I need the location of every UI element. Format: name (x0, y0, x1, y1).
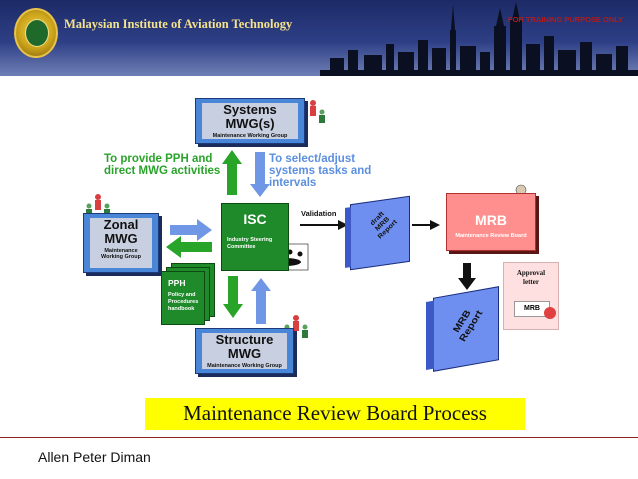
mrb-subtitle: Maintenance Review Board (455, 233, 527, 239)
zonal-subtitle-line1: Maintenance (104, 248, 138, 254)
zonal-title-line1: Zonal (103, 217, 139, 232)
pph-subtitle-line1: Policy and (168, 292, 196, 298)
pph-title: PPH (168, 278, 186, 288)
validation-label: Validation (301, 209, 337, 218)
slide-title-banner: Maintenance Review Board Process (145, 398, 525, 430)
binder-spine (345, 207, 351, 268)
isc-title: ISC (243, 211, 267, 227)
seal-icon (544, 307, 556, 319)
arrow-zonal-to-isc (170, 219, 212, 241)
slide-title: Maintenance Review Board Process (183, 401, 487, 425)
binder-spine (426, 300, 434, 371)
arrow-mrb-to-report (458, 263, 476, 290)
isc-subtitle-line1: Industry Steering (227, 237, 273, 243)
footer-divider (0, 437, 638, 438)
systems-mwg-box: Systems MWG(s) Maintenance Working Group (195, 98, 305, 144)
arrow-isc-to-systems (222, 150, 242, 195)
zonal-title-line2: MWG (104, 231, 138, 246)
systems-subtitle: Maintenance Working Group (212, 133, 288, 139)
isc-subtitle-line2: Committee (227, 244, 256, 250)
arrow-systems-to-isc (250, 152, 270, 197)
isc-box: ISC Industry Steering Committee (221, 203, 289, 271)
mrb-box: MRB Maintenance Review Board (446, 193, 536, 251)
city-skyline-graphic (320, 2, 638, 76)
structure-title-line2: MWG (227, 346, 262, 361)
structure-title-line1: Structure (215, 332, 274, 347)
pph-subtitle: Policy and Procedures handbook (168, 292, 198, 313)
arrow-validation (300, 220, 348, 230)
structure-subtitle: Maintenance Working Group (207, 363, 282, 369)
approval-letter: Approval letter MRB (503, 262, 559, 330)
left-note: To provide PPH and direct MWG activities (104, 153, 220, 177)
left-note-line2: direct MWG activities (104, 165, 221, 177)
right-note-line2: systems tasks and (269, 165, 372, 177)
draft-mrb-report-binder: draft MRB Report (345, 195, 410, 271)
zonal-mwg-box: Zonal MWG Maintenance Working Group (83, 213, 159, 273)
draft-binder-label: draft MRB Report (357, 198, 409, 250)
final-mrb-report-binder: MRB Report (426, 286, 499, 372)
arrow-draft-to-mrb (412, 220, 440, 230)
training-purpose-note: FOR TRAINING PURPOSE ONLY (508, 15, 624, 24)
approval-letter-text: Approval letter (508, 269, 554, 287)
approval-line1: Approval (516, 269, 546, 277)
structure-mwg-box: Structure MWG Maintenance Working Group (195, 328, 294, 374)
isc-subtitle: Industry Steering Committee (227, 237, 272, 251)
pph-subtitle-line2: Procedures (168, 299, 199, 305)
left-note-line1: To provide PPH and (104, 153, 213, 165)
arrow-structure-to-isc (251, 278, 271, 324)
mrb-title: MRB (475, 212, 507, 228)
approval-line2: letter (523, 278, 539, 286)
pph-handbook: PPH Policy and Procedures handbook (161, 271, 205, 325)
systems-title-line2: MWG(s) (225, 116, 275, 131)
right-note-line3: intervals (269, 177, 317, 189)
right-note-line1: To select/adjust (269, 153, 356, 165)
institute-logo (14, 8, 58, 58)
right-note: To select/adjust systems tasks and inter… (269, 153, 371, 189)
arrow-isc-to-zonal (166, 236, 212, 258)
pph-subtitle-line3: handbook (168, 306, 195, 312)
systems-title-line1: Systems (223, 102, 277, 117)
header-bar: Malaysian Institute of Aviation Technolo… (0, 0, 638, 76)
zonal-subtitle-line2: Working Group (101, 254, 141, 260)
arrow-isc-to-structure (223, 276, 243, 318)
final-binder-label: MRB Report (443, 294, 492, 353)
organization-name: Malaysian Institute of Aviation Technolo… (64, 17, 293, 31)
author-name: Allen Peter Diman (38, 449, 151, 465)
